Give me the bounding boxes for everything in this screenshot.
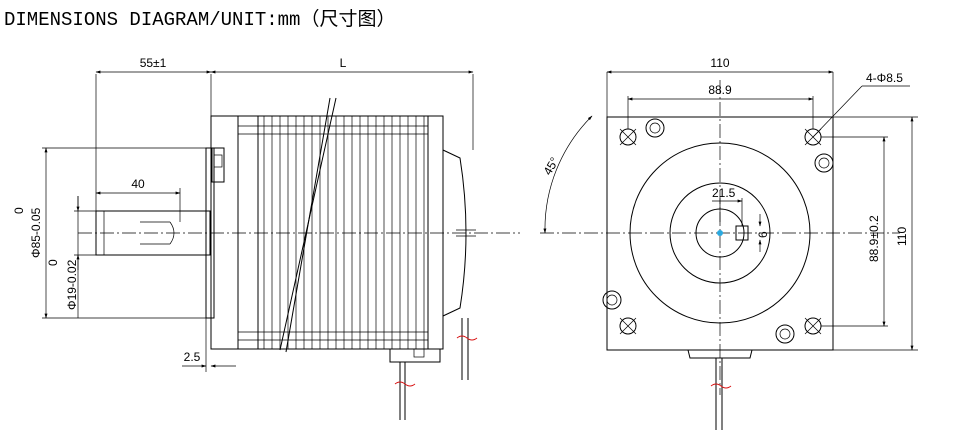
dim-shaft-diameter: Φ19-0.02: [65, 259, 79, 310]
dim-pilot-tol-upper: 0: [12, 207, 26, 214]
screw-br: [775, 324, 795, 344]
screw-tr: [814, 153, 834, 173]
dim-hole-spacing-vertical: 88.9±0.2: [867, 215, 881, 262]
dim-shaft-tol-upper: 0: [46, 259, 60, 266]
dim-hole-spacing: 88.9: [708, 83, 732, 97]
dim-front-height: 110: [895, 227, 909, 246]
dim-flange-thickness: 2.5: [184, 350, 201, 364]
front-view: 110 88.9 4-Φ8.5 45° 21.5 6 88.9±0.2 110: [540, 56, 918, 430]
mount-hole-br: [804, 317, 822, 335]
dim-body-length: L: [340, 56, 347, 70]
dim-key-width: 6: [756, 231, 770, 238]
screw-bl: [602, 290, 622, 310]
dim-shaft-extension: 55±1: [140, 56, 167, 70]
side-view: 55±1 L 40 Φ85-0.05 0 Φ19-0.02 0 2.5: [12, 56, 520, 420]
dim-shaft-length: 40: [131, 177, 145, 191]
mount-hole-bl: [619, 317, 637, 335]
dim-angle: 45°: [540, 155, 561, 178]
dim-shaft-flat: 21.5: [712, 186, 736, 200]
mount-hole-tl: [619, 128, 637, 146]
dim-hole-callout: 4-Φ8.5: [866, 71, 903, 85]
screw-tl: [645, 118, 665, 138]
diagram-title: DIMENSIONS DIAGRAM/UNIT:mm（尺寸图）: [4, 9, 396, 31]
dim-front-width: 110: [710, 56, 729, 70]
front-flange: [606, 116, 834, 351]
shaft: [95, 210, 211, 256]
dim-pilot-diameter: Φ85-0.05: [29, 207, 43, 258]
